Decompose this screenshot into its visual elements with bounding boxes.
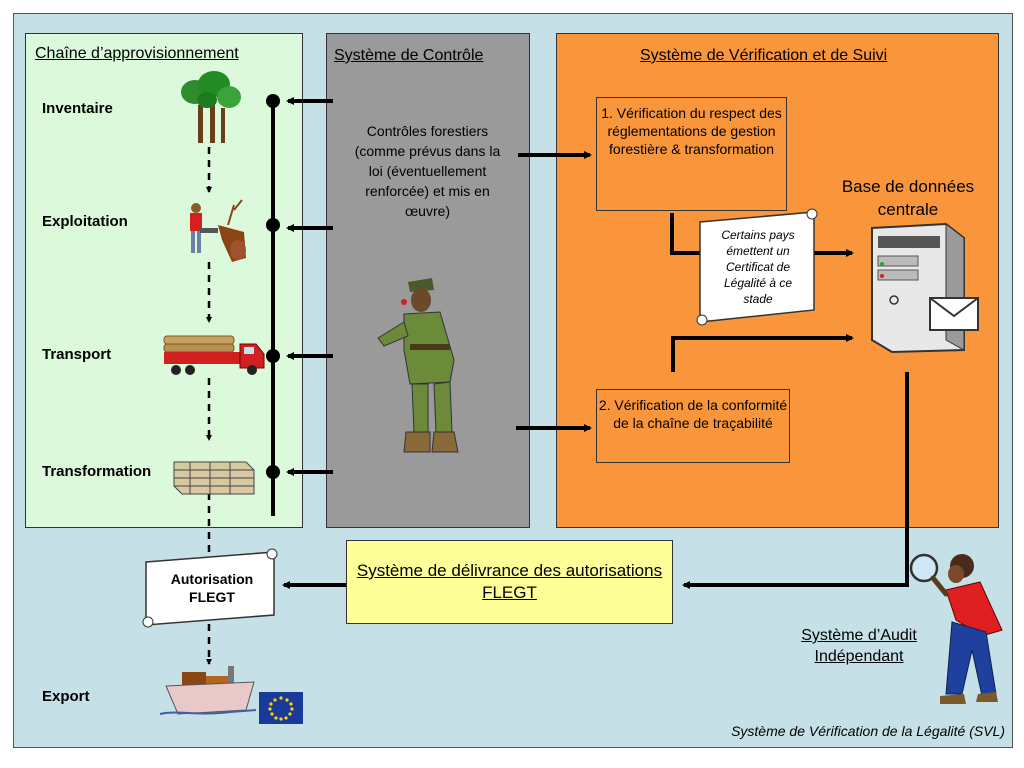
verification-box-1: 1. Vérification du respect des réglement… [596, 97, 787, 211]
supply-chain-title: Chaîne d’approvisionnement [35, 45, 239, 62]
verification-system-title: Système de Vérification et de Suivi [640, 47, 888, 64]
lumber-stack-icon [173, 461, 255, 495]
stage-exploitation: Exploitation [42, 213, 128, 230]
server-icon [871, 222, 965, 354]
control-system-title: Système de Contrôle [334, 47, 484, 64]
audit-label: Système d’Audit Indépendant [801, 627, 917, 665]
ship-icon [159, 666, 257, 715]
verification-box-2: 2. Vérification de la conformité de la c… [596, 389, 790, 463]
control-description: Contrôles forestiers (comme prévus dans … [354, 123, 501, 219]
database-label: Base de données centrale [841, 177, 975, 219]
certificate-scroll [696, 208, 818, 326]
stage-export: Export [42, 688, 90, 705]
lumberjack-icon [190, 199, 246, 262]
trees-icon [181, 71, 241, 143]
magnifier-icon [909, 553, 949, 597]
supply-chain-panel [25, 33, 303, 528]
supply-chain-line [266, 94, 280, 516]
certificate-note: Certains pays émettent un Certificat de … [721, 228, 795, 306]
log-truck-icon [163, 335, 265, 375]
envelope-icon [929, 297, 979, 331]
flegt-authorisation: Autorisation FLEGT [170, 571, 254, 605]
delivery-system-label: Système de délivrance des autorisations … [356, 561, 663, 602]
eu-flag-icon [259, 692, 303, 724]
delivery-system-box: Système de délivrance des autorisations … [346, 540, 673, 624]
stage-transport: Transport [42, 346, 112, 363]
stage-inventaire: Inventaire [42, 100, 113, 117]
inspector-icon [377, 278, 459, 453]
control-arrows [286, 97, 333, 476]
flegt-scroll [142, 548, 278, 628]
stage-transformation: Transformation [42, 463, 152, 480]
auditor-icon [940, 554, 1003, 704]
footer-caption: Système de Vérification de la Légalité (… [731, 723, 1005, 739]
